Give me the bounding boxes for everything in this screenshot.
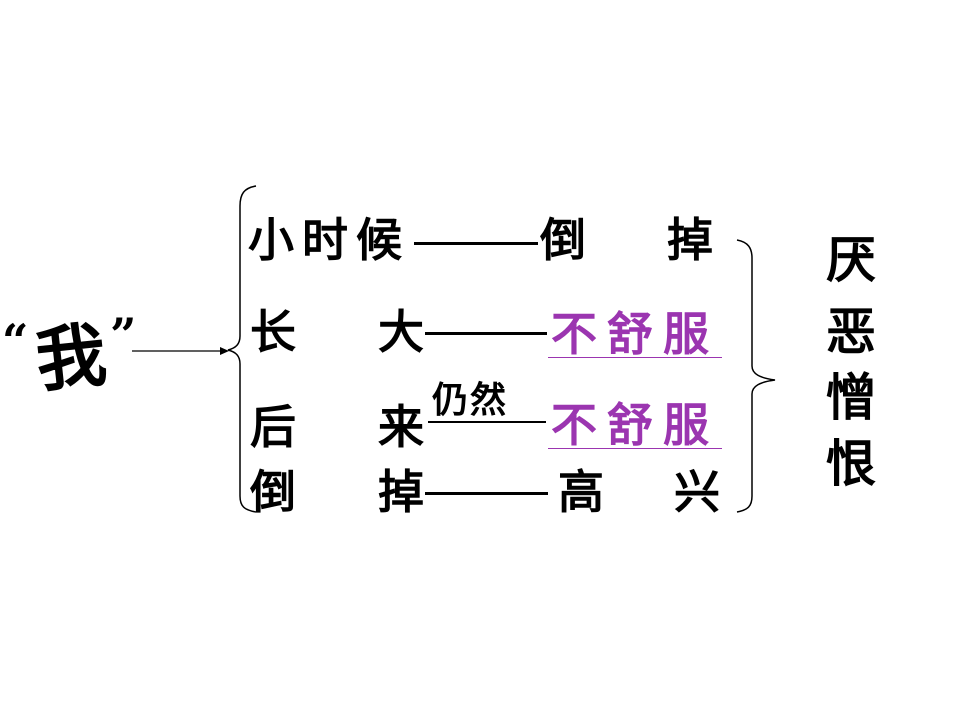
row4-connector-line <box>425 492 548 495</box>
row1-right-2: 掉 <box>667 213 713 267</box>
row2-right: 不舒服 <box>551 307 719 361</box>
summary-char-2: 恶 <box>826 302 876 361</box>
row4-right-1: 高 <box>558 465 604 519</box>
row3-connector-line <box>428 421 546 423</box>
row3-left-1: 后 <box>250 400 296 454</box>
right-brace <box>736 239 776 513</box>
summary-char-3: 憎 <box>826 368 876 427</box>
open-quote: “ <box>2 314 29 368</box>
row3-right-underline <box>548 448 722 449</box>
row2-left-2: 大 <box>378 305 424 359</box>
summary-char-4: 恨 <box>826 434 876 493</box>
summary-char-1: 厌 <box>826 230 876 289</box>
row1-left: 小时候 <box>248 213 410 267</box>
close-quote: ” <box>110 308 137 362</box>
row3-connector-label: 仍然 <box>432 379 509 421</box>
row1-connector-line <box>414 242 538 245</box>
row4-left-1: 倒 <box>250 465 296 519</box>
row4-right-2: 兴 <box>674 465 720 519</box>
row3-left-2: 来 <box>378 400 424 454</box>
row2-connector-line <box>425 332 547 335</box>
arrow-head-icon <box>220 347 229 355</box>
row3-right: 不舒服 <box>551 398 719 452</box>
row4-left-2: 掉 <box>378 465 424 519</box>
row1-right-1: 倒 <box>540 213 586 267</box>
subject-label: 我 <box>31 312 111 403</box>
row2-left-1: 长 <box>250 305 296 359</box>
row2-right-underline <box>548 357 722 358</box>
